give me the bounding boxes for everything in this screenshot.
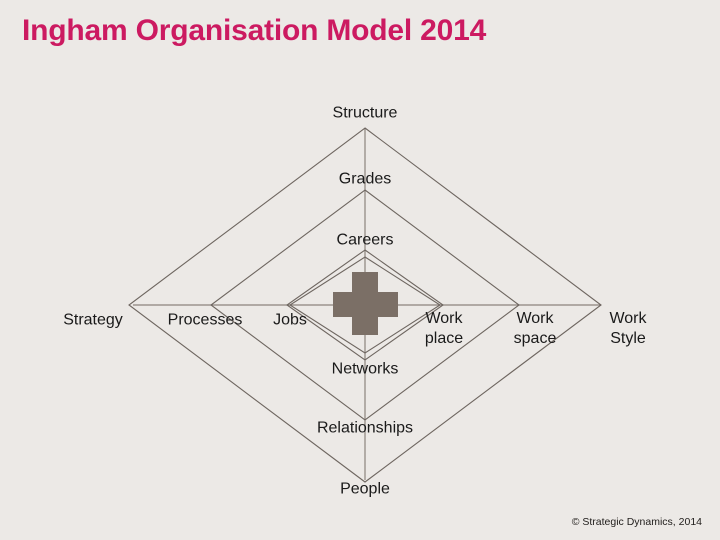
node-label-strategy[interactable]: Strategy [63,311,123,329]
diamond-ring-middle [210,189,520,421]
node-label-work-space[interactable]: Work space [500,309,570,349]
diamond-ring-outer [128,127,602,483]
node-label-work-space-line1: Work [516,310,554,327]
node-label-work-space-line2: space [513,330,557,347]
node-label-people[interactable]: People [340,480,390,498]
copyright-footer: © Strategic Dynamics, 2014 [571,516,702,528]
diamond-ring-innermost [288,256,442,354]
page-title: Ingham Organisation Model 2014 [22,14,487,47]
node-label-work-style-line1: Work [609,310,647,327]
node-label-structure[interactable]: Structure [332,104,398,122]
diamond-ring-inner [286,249,444,361]
node-label-grades[interactable]: Grades [338,170,392,188]
node-label-networks[interactable]: Networks [331,360,399,378]
node-label-work-style-line2: Style [610,330,646,347]
node-label-work-style[interactable]: Work Style [593,309,663,349]
node-label-work-place-line1: Work [425,310,463,327]
node-label-processes[interactable]: Processes [167,311,243,329]
node-label-careers[interactable]: Careers [336,231,394,249]
node-label-work-place-line2: place [424,330,464,347]
node-label-work-place[interactable]: Work place [409,309,479,349]
node-label-relationships[interactable]: Relationships [316,419,414,437]
node-label-jobs[interactable]: Jobs [273,311,307,329]
center-cross-icon [333,272,398,335]
